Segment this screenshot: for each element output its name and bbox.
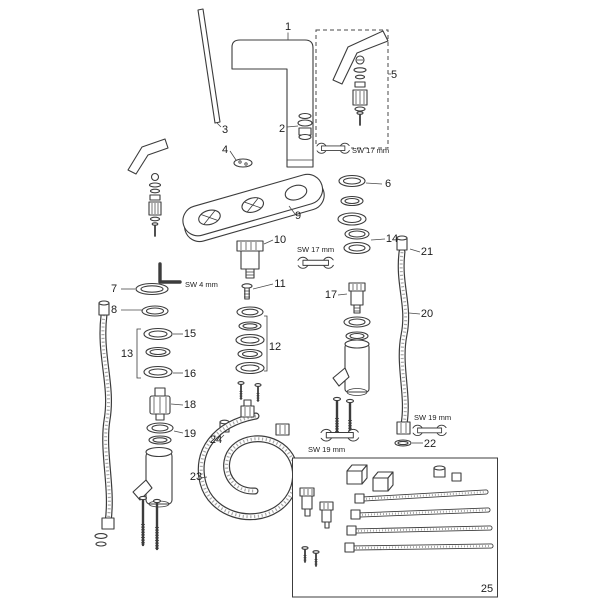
left-small-rings	[94, 533, 108, 547]
allen-key-icon	[158, 262, 182, 284]
part-23-coiled-hose	[197, 399, 299, 521]
part-label-15: 15	[184, 328, 196, 340]
sw19-right-label: SW 19 mm	[414, 413, 451, 422]
bracket-12	[264, 315, 268, 372]
part-label-14: 14	[386, 233, 398, 245]
sw17-top-label: SW 17 mm	[352, 146, 389, 155]
part-label-20: 20	[421, 308, 433, 320]
part-label-24: 24	[210, 434, 222, 446]
wrench-icon-sw19-right	[410, 424, 449, 437]
part-label-18: 18	[184, 399, 196, 411]
wrench-icon-sw17-mid	[295, 256, 336, 269]
part-25-spares-inset	[292, 457, 498, 598]
part-label-25: 25	[481, 583, 493, 595]
part-20-hose	[396, 235, 411, 435]
part-16-ring	[143, 365, 173, 379]
inset-screws	[301, 546, 320, 567]
inset-cube-a	[346, 464, 368, 485]
part-14-ring-stack	[343, 228, 371, 255]
part-label-11: 11	[274, 278, 285, 290]
inset-cube-b	[372, 471, 394, 492]
part-label-21: 21	[421, 246, 433, 258]
part-label-2: 2	[279, 123, 285, 135]
part-9-mounting-plate	[182, 173, 325, 243]
part-label-3: 3	[222, 124, 228, 136]
part-8-oring	[141, 305, 169, 317]
part-19-rings	[146, 422, 174, 445]
part-label-5: 5	[391, 69, 397, 81]
part-label-1: 1	[285, 21, 291, 33]
part-label-6: 6	[385, 178, 391, 190]
part-label-8: 8	[111, 304, 117, 316]
part-5-handle-group	[315, 29, 389, 149]
left-handle-assembly	[127, 138, 169, 237]
part-1-spout	[231, 39, 314, 168]
part-label-22: 22	[424, 438, 436, 450]
tool-annotations: SW 17 mm SW 17 mm SW 4 mm SW 19 mm SW 19…	[185, 142, 451, 454]
sw17-mid-label: SW 17 mm	[297, 245, 334, 254]
sw19-center-label: SW 19 mm	[308, 445, 345, 454]
center-small-screws	[237, 381, 262, 402]
part-number-labels: 1 2 3 4 5 6 7 8 9 10 11 12 13 14 15 16 1…	[111, 21, 493, 595]
part-22-ring	[394, 439, 412, 447]
part-label-9: 9	[295, 210, 301, 222]
wrench-icon-sw17-top	[314, 142, 352, 154]
part-label-4: 4	[222, 144, 228, 156]
right-long-screws	[332, 396, 355, 437]
middle-ring	[145, 346, 171, 358]
part-6-ring-stack	[337, 174, 367, 226]
part-label-17: 17	[325, 289, 337, 301]
inset-cartridge-b	[319, 501, 334, 529]
part-4-escutcheon	[233, 158, 253, 168]
sw4-label: SW 4 mm	[185, 280, 218, 289]
right-valve-housing	[332, 339, 370, 396]
part-label-10: 10	[274, 234, 286, 246]
part-3-pin-rod	[197, 8, 221, 124]
part-17-cartridge	[348, 282, 366, 314]
part-7-ring	[135, 282, 169, 296]
part-label-19: 19	[184, 428, 196, 440]
part-15-ring	[143, 327, 173, 341]
bracket-13	[136, 328, 141, 379]
leader-lines	[121, 32, 423, 479]
wrench-icon-sw19-center	[318, 428, 361, 442]
part-label-13: 13	[121, 348, 133, 360]
part-18-valve	[149, 387, 171, 421]
part-label-16: 16	[184, 368, 196, 380]
part-label-23: 23	[190, 471, 202, 483]
right-rings-under-17	[343, 316, 371, 341]
inset-fittings	[433, 465, 462, 482]
part-label-7: 7	[111, 283, 117, 295]
left-valve-housing	[132, 446, 173, 508]
left-long-screws	[138, 495, 162, 551]
part-2-aerator	[297, 112, 313, 141]
part-11-screw	[241, 283, 253, 300]
left-supply-hose	[98, 300, 115, 530]
part-12-ring-stack	[235, 306, 265, 375]
part-label-12: 12	[269, 341, 281, 353]
part-10-cartridge	[236, 240, 264, 279]
inset-hoses	[344, 489, 494, 553]
inset-cartridge-a	[299, 487, 315, 517]
